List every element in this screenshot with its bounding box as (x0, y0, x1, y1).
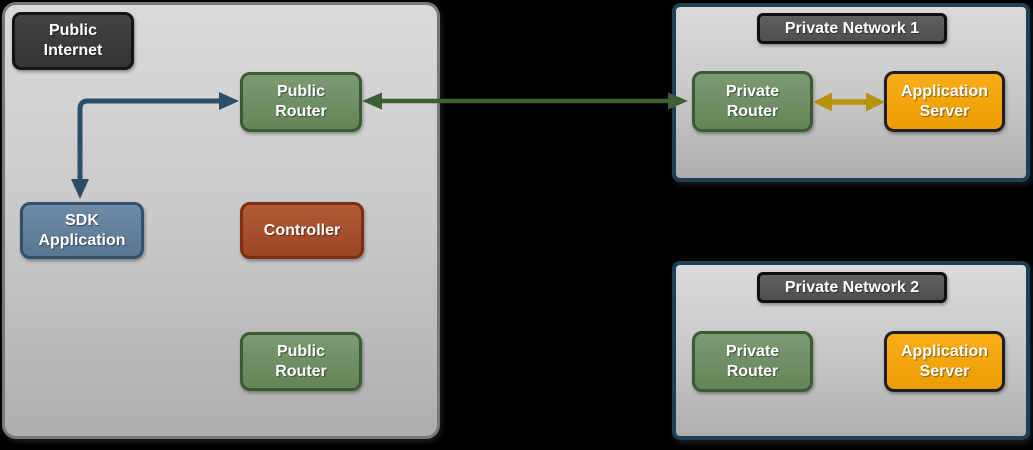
public-internet-label: Public Internet (12, 12, 134, 70)
node-private-router-2: Private Router (692, 331, 813, 392)
private-network-1-region: Private Network 1 Private Router Applica… (672, 3, 1030, 182)
node-application-server-1: Application Server (884, 71, 1005, 132)
private-network-2-label: Private Network 2 (757, 272, 947, 303)
public-internet-region: Public Internet Public Router SDK Applic… (2, 2, 440, 439)
private-network-2-region: Private Network 2 Private Router Applica… (672, 261, 1030, 440)
node-application-server-2: Application Server (884, 331, 1005, 392)
node-public-router-top: Public Router (240, 72, 362, 132)
node-private-router-1: Private Router (692, 71, 813, 132)
node-sdk-application: SDK Application (20, 202, 144, 259)
node-public-router-bottom: Public Router (240, 332, 362, 391)
private-network-1-label: Private Network 1 (757, 13, 947, 44)
node-controller: Controller (240, 202, 364, 259)
